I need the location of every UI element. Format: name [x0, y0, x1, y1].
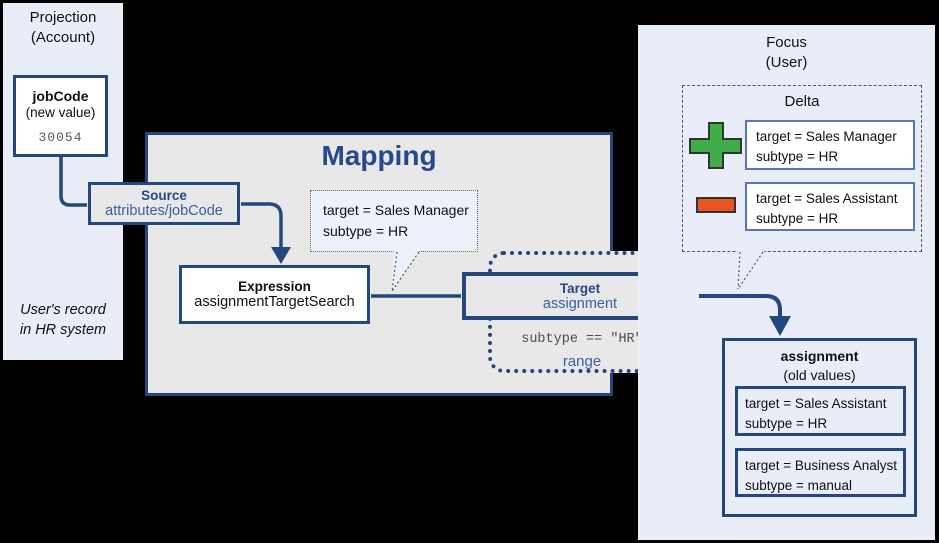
old-item-line2: subtype = HR	[745, 416, 828, 431]
jobcode-box: jobCode (new value) 30054	[13, 75, 108, 157]
source-box-title: Source	[141, 188, 187, 203]
assignment-box-header: assignment (old values)	[725, 347, 914, 385]
delta-removed-item: target = Sales Assistant subtype = HR	[745, 182, 915, 231]
expression-box-title: Expression	[238, 279, 311, 294]
assignment-old-item: target = Business Analyst subtype = manu…	[735, 448, 906, 497]
assignment-box-title: assignment	[780, 348, 859, 364]
jobcode-box-subtitle: (new value)	[25, 104, 96, 120]
projection-title-line2: (Account)	[30, 29, 96, 46]
projection-panel-footer: User's record in HR system	[3, 300, 123, 340]
jobcode-box-title: jobCode	[32, 87, 89, 104]
assignment-old-item: target = Sales Assistant subtype = HR	[735, 386, 906, 436]
expression-box: Expression assignmentTargetSearch	[179, 265, 370, 324]
focus-panel-title: Focus (User)	[638, 33, 935, 73]
delta-callout-box	[682, 85, 922, 252]
bubble-line2: subtype = HR	[323, 223, 409, 239]
range-condition: subtype == "HR"	[521, 332, 643, 347]
delta-added-item: target = Sales Manager subtype = HR	[745, 120, 915, 170]
mapping-title: Mapping	[321, 140, 437, 171]
minus-icon	[696, 197, 736, 213]
delta-removed-line2: subtype = HR	[756, 211, 839, 226]
projection-title-line1: Projection	[29, 9, 97, 26]
jobcode-value: 30054	[38, 129, 83, 145]
expression-box-subtitle: assignmentTargetSearch	[194, 294, 355, 310]
footer-line2: in HR system	[19, 322, 107, 338]
plus-icon	[689, 122, 742, 169]
old-item-line1: target = Sales Assistant	[745, 396, 887, 411]
focus-title-line2: (User)	[765, 54, 808, 71]
focus-title-line1: Focus	[766, 34, 807, 51]
footer-line1: User's record	[20, 302, 106, 318]
range-label: range	[562, 353, 602, 370]
mapping-callout-bubble: target = Sales Manager subtype = HR	[310, 190, 478, 252]
source-box: Source attributes/jobCode	[88, 182, 240, 225]
delta-added-line2: subtype = HR	[756, 149, 839, 164]
old-item-line2: subtype = manual	[745, 478, 852, 493]
target-box-subtitle: assignment	[542, 295, 618, 312]
delta-added-line1: target = Sales Manager	[756, 129, 897, 144]
delta-title: Delta	[784, 93, 820, 110]
bubble-line1: target = Sales Manager	[323, 202, 469, 218]
old-item-line1: target = Business Analyst	[745, 458, 897, 473]
projection-panel-title: Projection (Account)	[3, 8, 123, 48]
assignment-old-values-box: assignment (old values) target = Sales A…	[722, 338, 917, 517]
target-box-title: Target	[559, 280, 601, 296]
source-box-subtitle: attributes/jobCode	[105, 203, 223, 219]
delta-removed-line1: target = Sales Assistant	[756, 191, 898, 206]
assignment-box-subtitle: (old values)	[783, 367, 856, 383]
